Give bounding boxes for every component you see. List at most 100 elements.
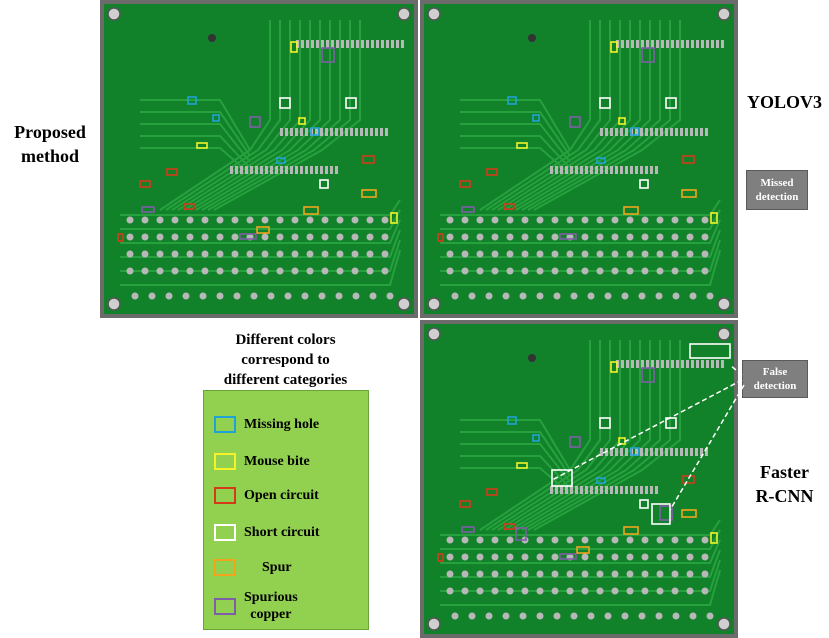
chip-pin (350, 128, 353, 136)
pad (521, 587, 529, 595)
detection-box (321, 47, 335, 63)
pad (536, 570, 544, 578)
pad (551, 250, 559, 258)
pad (671, 267, 679, 275)
detection-box (599, 97, 611, 109)
detection-box (551, 469, 573, 487)
chip-pin (311, 40, 314, 48)
chip-pin (560, 486, 563, 494)
pad (261, 216, 269, 224)
pad (491, 267, 499, 275)
pad (502, 292, 510, 300)
pad (656, 233, 664, 241)
trace (120, 249, 401, 286)
pad (506, 553, 514, 561)
trace (460, 99, 571, 151)
chip-pin (295, 128, 298, 136)
chip-pin (640, 166, 643, 174)
pad (446, 216, 454, 224)
detection-box (362, 155, 375, 164)
pad (626, 570, 634, 578)
pad (656, 250, 664, 258)
pad (626, 587, 634, 595)
chip-pin (640, 128, 643, 136)
detection-box (249, 116, 261, 128)
pad (701, 587, 709, 595)
chip-pin (716, 360, 719, 368)
mounting-hole (717, 297, 731, 311)
chip-pin (375, 128, 378, 136)
legend-item-short-circuit: Short circuit (214, 524, 320, 541)
trace (491, 20, 611, 211)
chip-pin (385, 128, 388, 136)
chip-pin (305, 166, 308, 174)
pad (451, 612, 459, 620)
detection-box (166, 168, 178, 176)
chip-pin (320, 128, 323, 136)
detection-box (630, 447, 640, 456)
detection-box (610, 361, 618, 373)
pad (366, 233, 374, 241)
trace (140, 111, 251, 157)
pad (611, 233, 619, 241)
chip-pin (631, 40, 634, 48)
trace (460, 455, 571, 489)
chip-pin (701, 40, 704, 48)
trace (440, 239, 721, 272)
pad (701, 536, 709, 544)
detection-box (596, 157, 606, 164)
chip-pin (615, 448, 618, 456)
traces (440, 20, 721, 286)
pad (216, 292, 224, 300)
pad (686, 587, 694, 595)
pad (216, 250, 224, 258)
chip-pin (641, 360, 644, 368)
trace (485, 20, 601, 211)
pad (656, 570, 664, 578)
trace (460, 419, 571, 471)
chip-pin (680, 128, 683, 136)
chip-pin (665, 128, 668, 136)
chip-pin (661, 360, 664, 368)
chip-pin (620, 448, 623, 456)
swatch-spur (214, 559, 236, 576)
pad (536, 250, 544, 258)
pad (148, 292, 156, 300)
pad (461, 536, 469, 544)
chip-pin (645, 128, 648, 136)
pad (641, 216, 649, 224)
chip-pin (600, 486, 603, 494)
detection-box (303, 206, 319, 215)
chip-pin (570, 486, 573, 494)
chip-pin (625, 166, 628, 174)
pad (706, 292, 714, 300)
chip-pin (631, 360, 634, 368)
chip-pin (700, 128, 703, 136)
pad (686, 536, 694, 544)
pad (201, 267, 209, 275)
mounting-hole (427, 297, 441, 311)
chip-pin (626, 40, 629, 48)
pad (381, 267, 389, 275)
chip-pin (270, 166, 273, 174)
pad (566, 216, 574, 224)
pad (641, 233, 649, 241)
chip-pin (700, 448, 703, 456)
pad (446, 587, 454, 595)
pad (581, 587, 589, 595)
pad (656, 536, 664, 544)
pad (596, 570, 604, 578)
pad (446, 233, 454, 241)
chip-pin (686, 40, 689, 48)
detection-box (569, 436, 581, 448)
mounting-hole (107, 297, 121, 311)
pad (581, 250, 589, 258)
pad (141, 216, 149, 224)
pad (701, 553, 709, 561)
detection-box (141, 206, 155, 213)
pad (587, 612, 595, 620)
pad (581, 553, 589, 561)
pad (335, 292, 343, 300)
detection-box (279, 97, 291, 109)
chip-pin (625, 486, 628, 494)
